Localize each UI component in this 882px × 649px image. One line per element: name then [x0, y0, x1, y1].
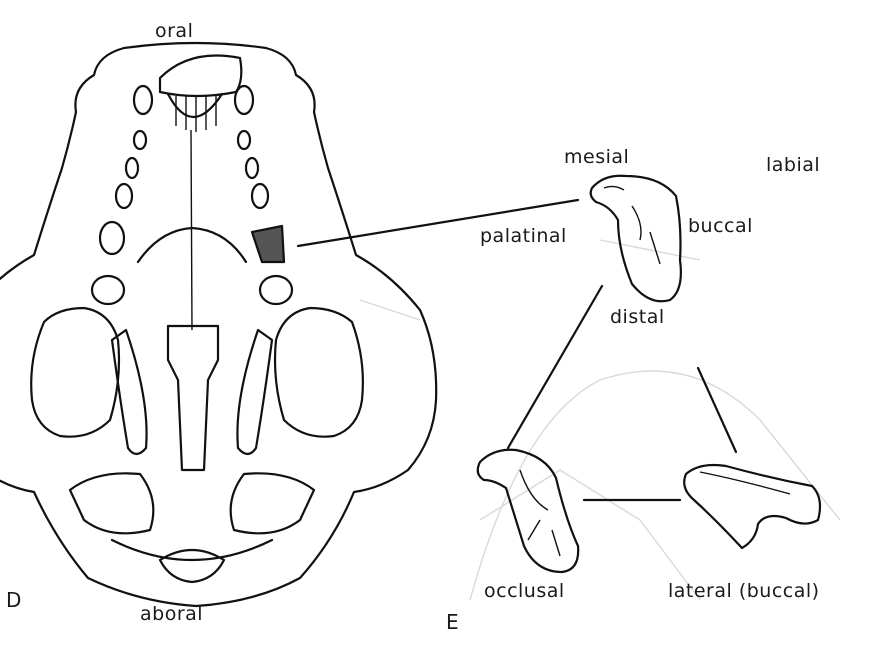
- label-aboral: aboral: [140, 603, 203, 625]
- label-palatinal: palatinal: [480, 225, 567, 247]
- label-buccal: buccal: [688, 215, 753, 237]
- label-occlusal: occlusal: [484, 580, 565, 602]
- label-labial: labial: [766, 154, 820, 176]
- panel-label-e: E: [446, 610, 459, 634]
- tooth-lateral-view: [684, 465, 820, 548]
- panel-label-d: D: [6, 588, 22, 612]
- tooth-palatal-view: [591, 176, 681, 302]
- label-mesial: mesial: [564, 146, 629, 168]
- label-oral: oral: [155, 20, 193, 42]
- label-lateral-buccal: lateral (buccal): [668, 580, 820, 602]
- label-distal: distal: [610, 306, 665, 328]
- tooth-occlusal-view: [478, 450, 578, 572]
